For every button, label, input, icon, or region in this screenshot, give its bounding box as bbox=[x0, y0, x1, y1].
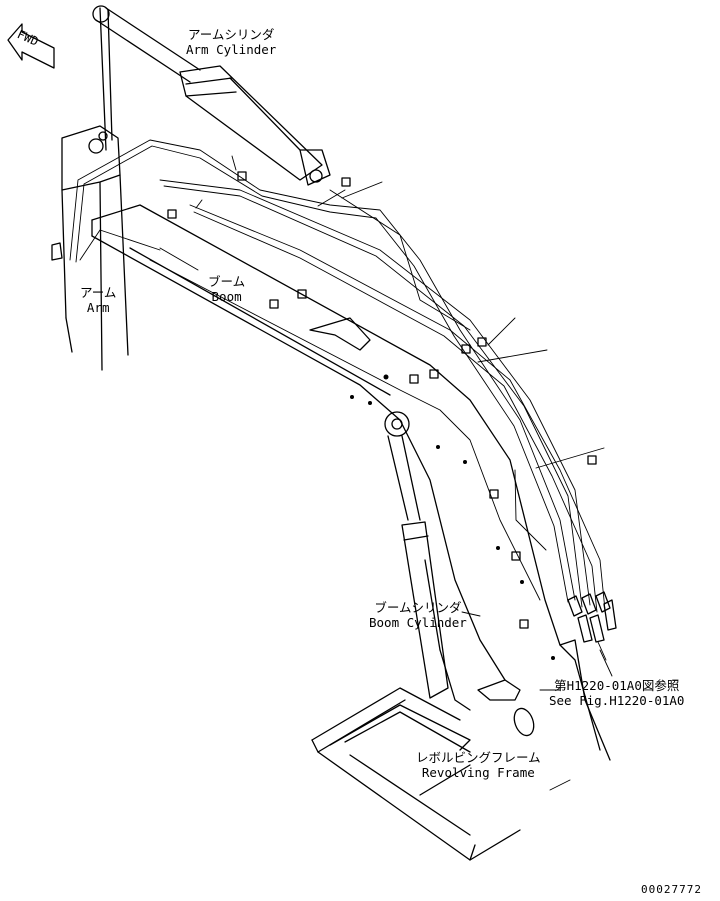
hydraulic-pipes bbox=[69, 139, 606, 613]
pipe-clamps bbox=[167, 171, 597, 660]
reference-label-jp: 第H1220-01A0図参照 bbox=[554, 678, 680, 693]
arm-cylinder-label-jp: アームシリンダ bbox=[187, 27, 275, 42]
arm-label-jp: アーム bbox=[80, 285, 117, 300]
pipe-end-fittings bbox=[567, 591, 617, 661]
arm-label-en: Arm bbox=[86, 300, 110, 315]
arm-cylinder-label: アームシリンダ Arm Cylinder bbox=[186, 27, 276, 57]
boom-structure bbox=[91, 204, 611, 761]
reference-label-en: See Fig.H1220-01A0 bbox=[549, 693, 685, 708]
boom-label-jp: ブーム bbox=[208, 274, 246, 289]
boom-label-en: Boom bbox=[211, 289, 242, 304]
reference-label: 第H1220-01A0図参照 See Fig.H1220-01A0 bbox=[549, 678, 684, 708]
revolving-frame-label-jp: レボルビングフレーム bbox=[416, 750, 541, 765]
arm-structure bbox=[51, 5, 129, 371]
revolving-frame bbox=[311, 687, 521, 861]
boom-cylinder bbox=[384, 411, 449, 699]
drawing-number: 00027772 bbox=[641, 883, 702, 896]
arm-label: アーム Arm bbox=[80, 285, 116, 315]
left-arrow-icon bbox=[7, 23, 55, 69]
boom-cylinder-label: ブームシリンダ Boom Cylinder bbox=[369, 600, 467, 630]
boom-cylinder-label-jp: ブームシリンダ bbox=[374, 600, 462, 615]
revolving-frame-label: レボルビングフレーム Revolving Frame bbox=[416, 750, 541, 780]
arm-cylinder bbox=[95, 7, 331, 186]
boom-cylinder-label-en: Boom Cylinder bbox=[369, 615, 467, 630]
arm-cylinder-label-en: Arm Cylinder bbox=[186, 42, 277, 57]
boom-label: ブーム Boom bbox=[208, 274, 245, 304]
revolving-frame-label-en: Revolving Frame bbox=[421, 765, 535, 780]
leader-lines bbox=[159, 155, 613, 791]
